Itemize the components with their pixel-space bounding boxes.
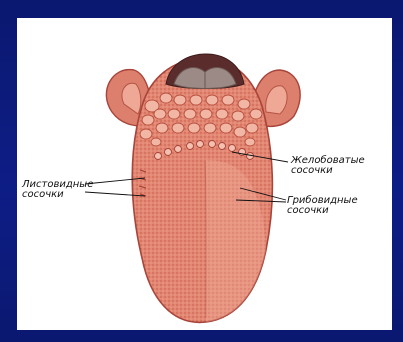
label-fungiform-papillae: Грибовидные сосочки <box>287 196 358 216</box>
label-vallate-papillae: Желобоватые сосочки <box>291 156 365 176</box>
label-foliate-papillae: Листовидные сосочки <box>22 180 93 200</box>
